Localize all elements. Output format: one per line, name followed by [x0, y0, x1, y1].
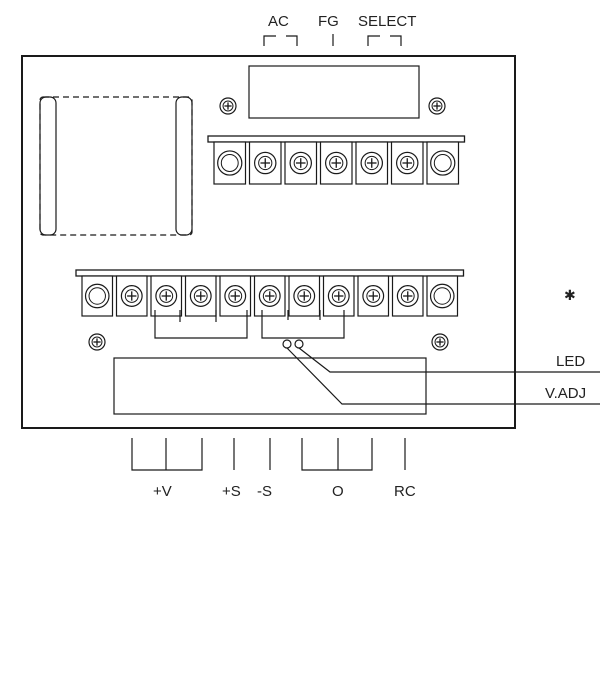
terminal-screw-icon	[327, 285, 350, 307]
vadj-trimmer	[294, 339, 304, 349]
transformer	[39, 96, 193, 236]
terminal-screw-icon	[254, 151, 277, 175]
terminal-screw-icon	[362, 285, 385, 307]
upper-terminal-block	[207, 135, 466, 185]
label-plus-s: +S	[222, 483, 241, 500]
mount-screw-icon	[219, 97, 237, 115]
terminal-round-icon	[430, 150, 456, 176]
lower-terminal-block	[75, 269, 465, 317]
terminal-screw-icon	[224, 285, 247, 307]
terminal-screw-icon	[396, 285, 419, 307]
terminal-screw-icon	[396, 151, 419, 175]
label-ac: AC	[268, 13, 289, 30]
label-led: LED	[556, 353, 585, 370]
side-leaders	[286, 347, 600, 405]
lower-window	[113, 357, 427, 415]
top-leads	[263, 34, 402, 46]
terminal-round-icon	[429, 283, 455, 309]
terminal-screw-icon	[120, 285, 143, 307]
terminal-round-icon	[84, 283, 110, 309]
mount-screw-icon	[88, 333, 106, 351]
upper-window	[248, 65, 420, 119]
led-indicator	[282, 339, 292, 349]
label-select: SELECT	[358, 13, 416, 30]
label-vadj: V.ADJ	[545, 385, 586, 402]
terminal-block-bar	[75, 269, 465, 277]
label-plus-v: +V	[153, 483, 172, 500]
terminal-screw-icon	[293, 285, 316, 307]
label-fg: FG	[318, 13, 339, 30]
label-rc: RC	[394, 483, 416, 500]
terminal-round-icon	[217, 150, 243, 176]
terminal-screw-icon	[289, 151, 313, 175]
bottom-leads	[131, 438, 406, 471]
asterisk-mark: ✱	[564, 287, 576, 303]
terminal-block-bar	[207, 135, 466, 143]
terminal-screw-icon	[325, 151, 348, 175]
terminal-screw-icon	[155, 285, 178, 307]
terminal-screw-icon	[189, 285, 212, 307]
label-minus-s: -S	[257, 483, 272, 500]
terminal-screw-icon	[360, 151, 384, 175]
label-o: O	[332, 483, 344, 500]
terminal-screw-icon	[258, 285, 281, 307]
mount-screw-icon	[431, 333, 449, 351]
mount-screws	[88, 97, 449, 351]
bus-bars	[154, 310, 345, 339]
mount-screw-icon	[428, 97, 446, 115]
